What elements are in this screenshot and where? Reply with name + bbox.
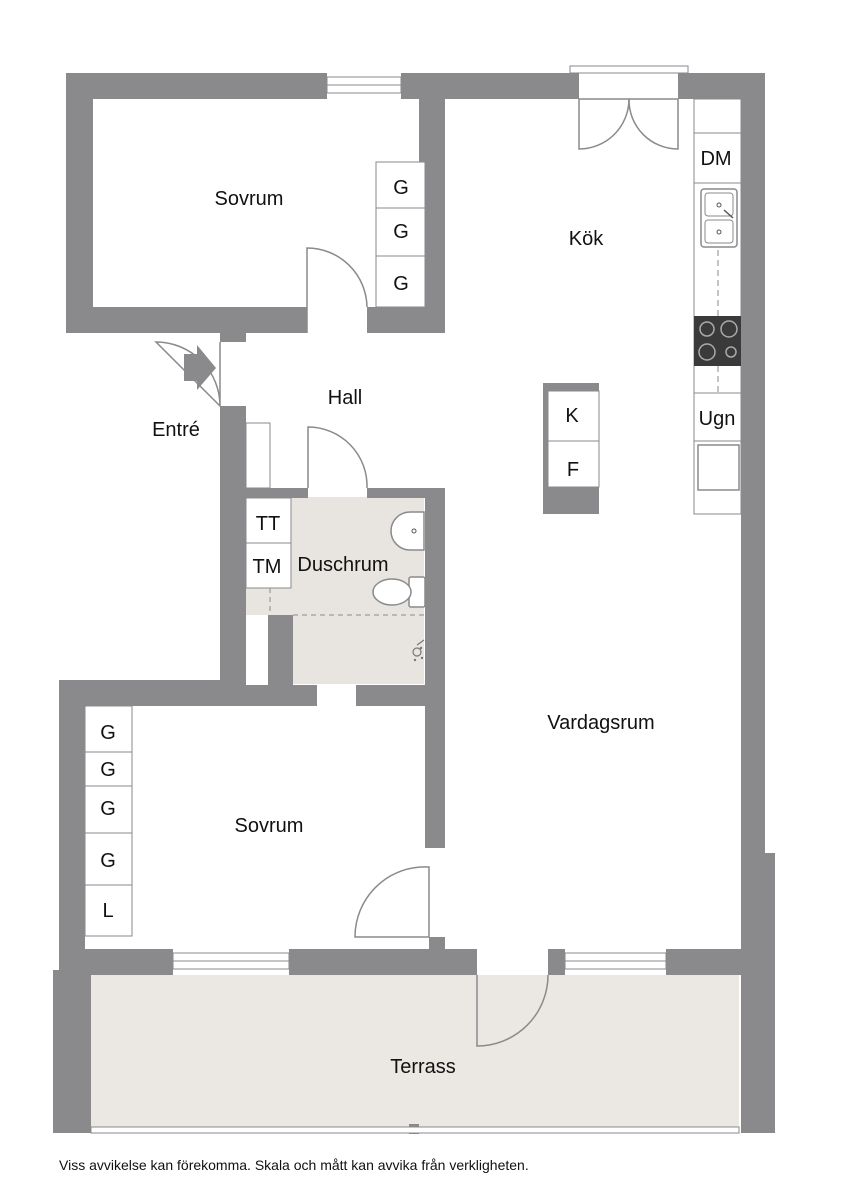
wall	[59, 680, 85, 975]
fridge-freezer-unit	[547, 390, 600, 488]
washer-label: TM	[253, 556, 282, 578]
entry-arrow-icon	[184, 345, 216, 390]
room-label-entrance: Entré	[152, 419, 200, 441]
wall	[66, 307, 307, 333]
fixtures	[84, 98, 742, 937]
wall	[220, 406, 246, 706]
wall	[741, 853, 775, 1133]
disclaimer-text: Viss avvikelse kan förekomma. Skala och …	[59, 1157, 529, 1173]
wardrobe-top	[375, 161, 426, 308]
stove-icon	[694, 316, 741, 366]
room-labels: Sovrum Kök Hall Entré Duschrum Vardagsru…	[152, 188, 655, 1078]
wardrobe-label: G	[393, 273, 409, 295]
wall	[59, 680, 246, 706]
wall	[429, 937, 445, 949]
door-balcony-right	[628, 98, 679, 150]
wall	[246, 488, 308, 498]
door-terrace	[476, 974, 549, 1047]
wall	[741, 73, 765, 858]
wall	[367, 488, 445, 498]
shower-area-floor	[293, 615, 424, 684]
door-balcony-left	[578, 98, 630, 150]
hall-shelf	[245, 422, 271, 489]
wall	[425, 700, 445, 848]
room-label-shower-room: Duschrum	[297, 554, 388, 576]
room-label-kitchen: Kök	[569, 228, 604, 250]
wall	[66, 73, 327, 99]
fixture-labels: G G G G G G G L DM Ugn K F TT TM	[100, 148, 735, 922]
fridge-label: K	[565, 405, 579, 427]
sink-icon	[700, 188, 738, 248]
toilet-icon	[372, 576, 426, 608]
wardrobe-label: G	[393, 221, 409, 243]
terrace-edge	[90, 1126, 740, 1134]
door-shower-room	[307, 426, 368, 489]
basin-icon	[390, 511, 425, 551]
room-label-terrace: Terrass	[390, 1056, 456, 1078]
dishwasher-label: DM	[700, 148, 731, 170]
linen-closet-label: L	[102, 900, 113, 922]
door-bedroom-top	[306, 247, 368, 333]
wall	[53, 970, 91, 1133]
wall	[246, 685, 317, 706]
room-label-bedroom-top: Sovrum	[215, 188, 284, 210]
wardrobe-label: G	[100, 759, 116, 781]
wardrobe-label: G	[100, 722, 116, 744]
wardrobe-label: G	[393, 177, 409, 199]
room-label-bedroom-bottom: Sovrum	[235, 815, 304, 837]
wardrobe-label: G	[100, 850, 116, 872]
windows	[90, 65, 740, 1134]
dryer-label: TT	[256, 513, 280, 535]
floor-areas	[91, 497, 739, 1131]
wall	[425, 488, 445, 700]
oven-label: Ugn	[699, 408, 736, 430]
terrace-floor	[91, 975, 739, 1131]
door-bedroom-bottom	[354, 866, 430, 938]
wardrobe-label: G	[100, 798, 116, 820]
wall	[289, 949, 477, 975]
freezer-label: F	[567, 459, 579, 481]
wall	[66, 73, 93, 333]
wardrobe-bottom	[84, 705, 133, 937]
wall	[548, 949, 565, 975]
walls	[53, 73, 775, 1134]
shower-icon	[412, 639, 425, 662]
balcony-door-sill	[569, 65, 689, 74]
wall	[268, 615, 293, 685]
wall	[220, 332, 246, 342]
room-label-living-room: Vardagsrum	[547, 712, 654, 734]
wall	[356, 685, 445, 706]
doors	[154, 98, 679, 1047]
room-label-hall: Hall	[328, 387, 362, 409]
